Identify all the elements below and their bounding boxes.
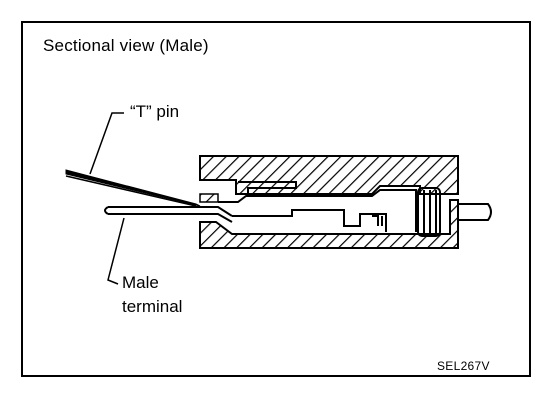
leader-lines: [89, 112, 125, 285]
male-terminal-leader: [107, 217, 125, 285]
housing-front: [199, 193, 219, 203]
housing-lower: [199, 199, 459, 249]
t-pin-probe: [65, 169, 201, 207]
diagram-frame: [21, 21, 531, 377]
terminal-body: [218, 181, 417, 232]
housing-upper: [199, 155, 459, 195]
rear-seal: [417, 187, 441, 237]
diagram-title: Sectional view (Male): [43, 36, 209, 55]
wire: [458, 203, 492, 221]
male-terminal-pin: [104, 206, 233, 223]
figure-code: SEL267V: [437, 359, 490, 373]
male-terminal-label-line1: Male: [122, 273, 159, 292]
t-pin-label: “T” pin: [130, 102, 180, 121]
t-pin-leader: [89, 112, 124, 175]
male-terminal-label-line2: terminal: [122, 297, 183, 316]
